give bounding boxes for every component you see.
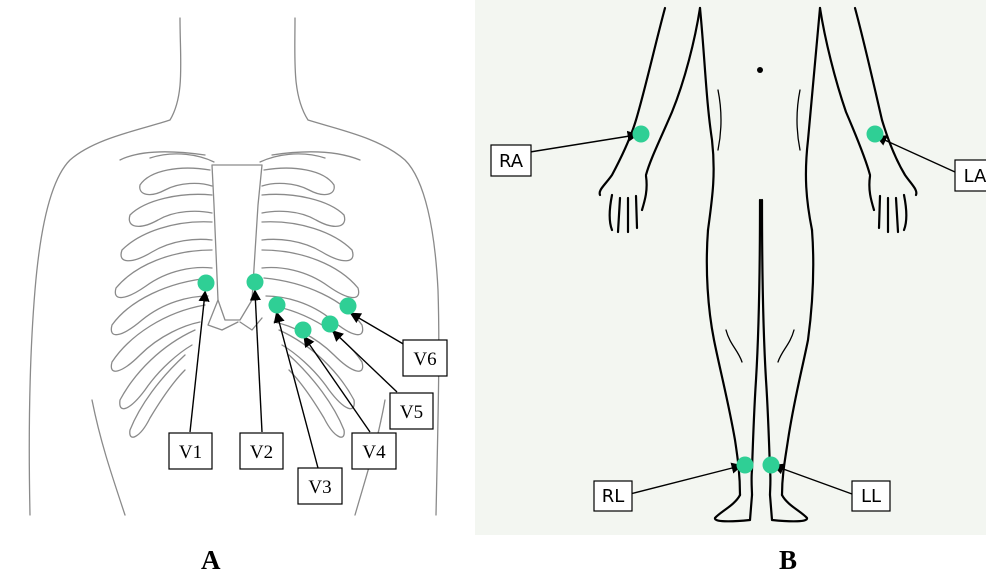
svg-text:V2: V2 (250, 442, 273, 463)
label-rl: RL (594, 481, 632, 511)
panel-b-caption: B (779, 545, 797, 576)
label-v2: V2 (240, 433, 283, 469)
electrode-rl (737, 457, 754, 474)
label-ra: RA (491, 145, 531, 176)
electrode-v1 (198, 275, 215, 292)
label-v1: V1 (169, 433, 212, 469)
chest-diagram: V1 V2 V3 V4 V5 V6 (0, 0, 460, 520)
svg-text:V5: V5 (400, 402, 423, 423)
electrode-v3 (269, 297, 286, 314)
svg-text:LL: LL (861, 486, 881, 507)
electrode-v2 (247, 274, 264, 291)
label-v5: V5 (390, 393, 433, 429)
electrode-la (867, 126, 884, 143)
electrode-v4 (295, 322, 312, 339)
svg-text:V3: V3 (308, 477, 331, 498)
label-la: LA (955, 160, 986, 191)
electrode-v6 (340, 298, 357, 315)
svg-text:V1: V1 (179, 442, 202, 463)
label-v6: V6 (403, 340, 447, 376)
electrode-ra (633, 126, 650, 143)
label-v4: V4 (352, 433, 396, 469)
electrodes-precordial (198, 274, 357, 339)
chest-illustration: V1 V2 V3 V4 V5 V6 (0, 0, 460, 520)
svg-text:RL: RL (602, 486, 625, 507)
svg-text:V4: V4 (362, 442, 386, 463)
electrode-v5 (322, 316, 339, 333)
label-v3: V3 (298, 468, 342, 504)
ribs-right-side (111, 168, 212, 437)
limb-diagram: RA LA RL LL (475, 0, 986, 535)
svg-text:RA: RA (499, 151, 524, 172)
electrode-ll (763, 457, 780, 474)
panel-a-caption: A (201, 545, 221, 576)
body-outline (600, 8, 917, 521)
body-illustration: RA LA RL LL (475, 0, 986, 535)
leader-lines (530, 135, 955, 494)
svg-text:V6: V6 (413, 349, 436, 370)
label-ll: LL (852, 481, 890, 511)
clavicles (150, 154, 325, 162)
sternum (208, 165, 262, 330)
svg-text:LA: LA (964, 166, 986, 187)
